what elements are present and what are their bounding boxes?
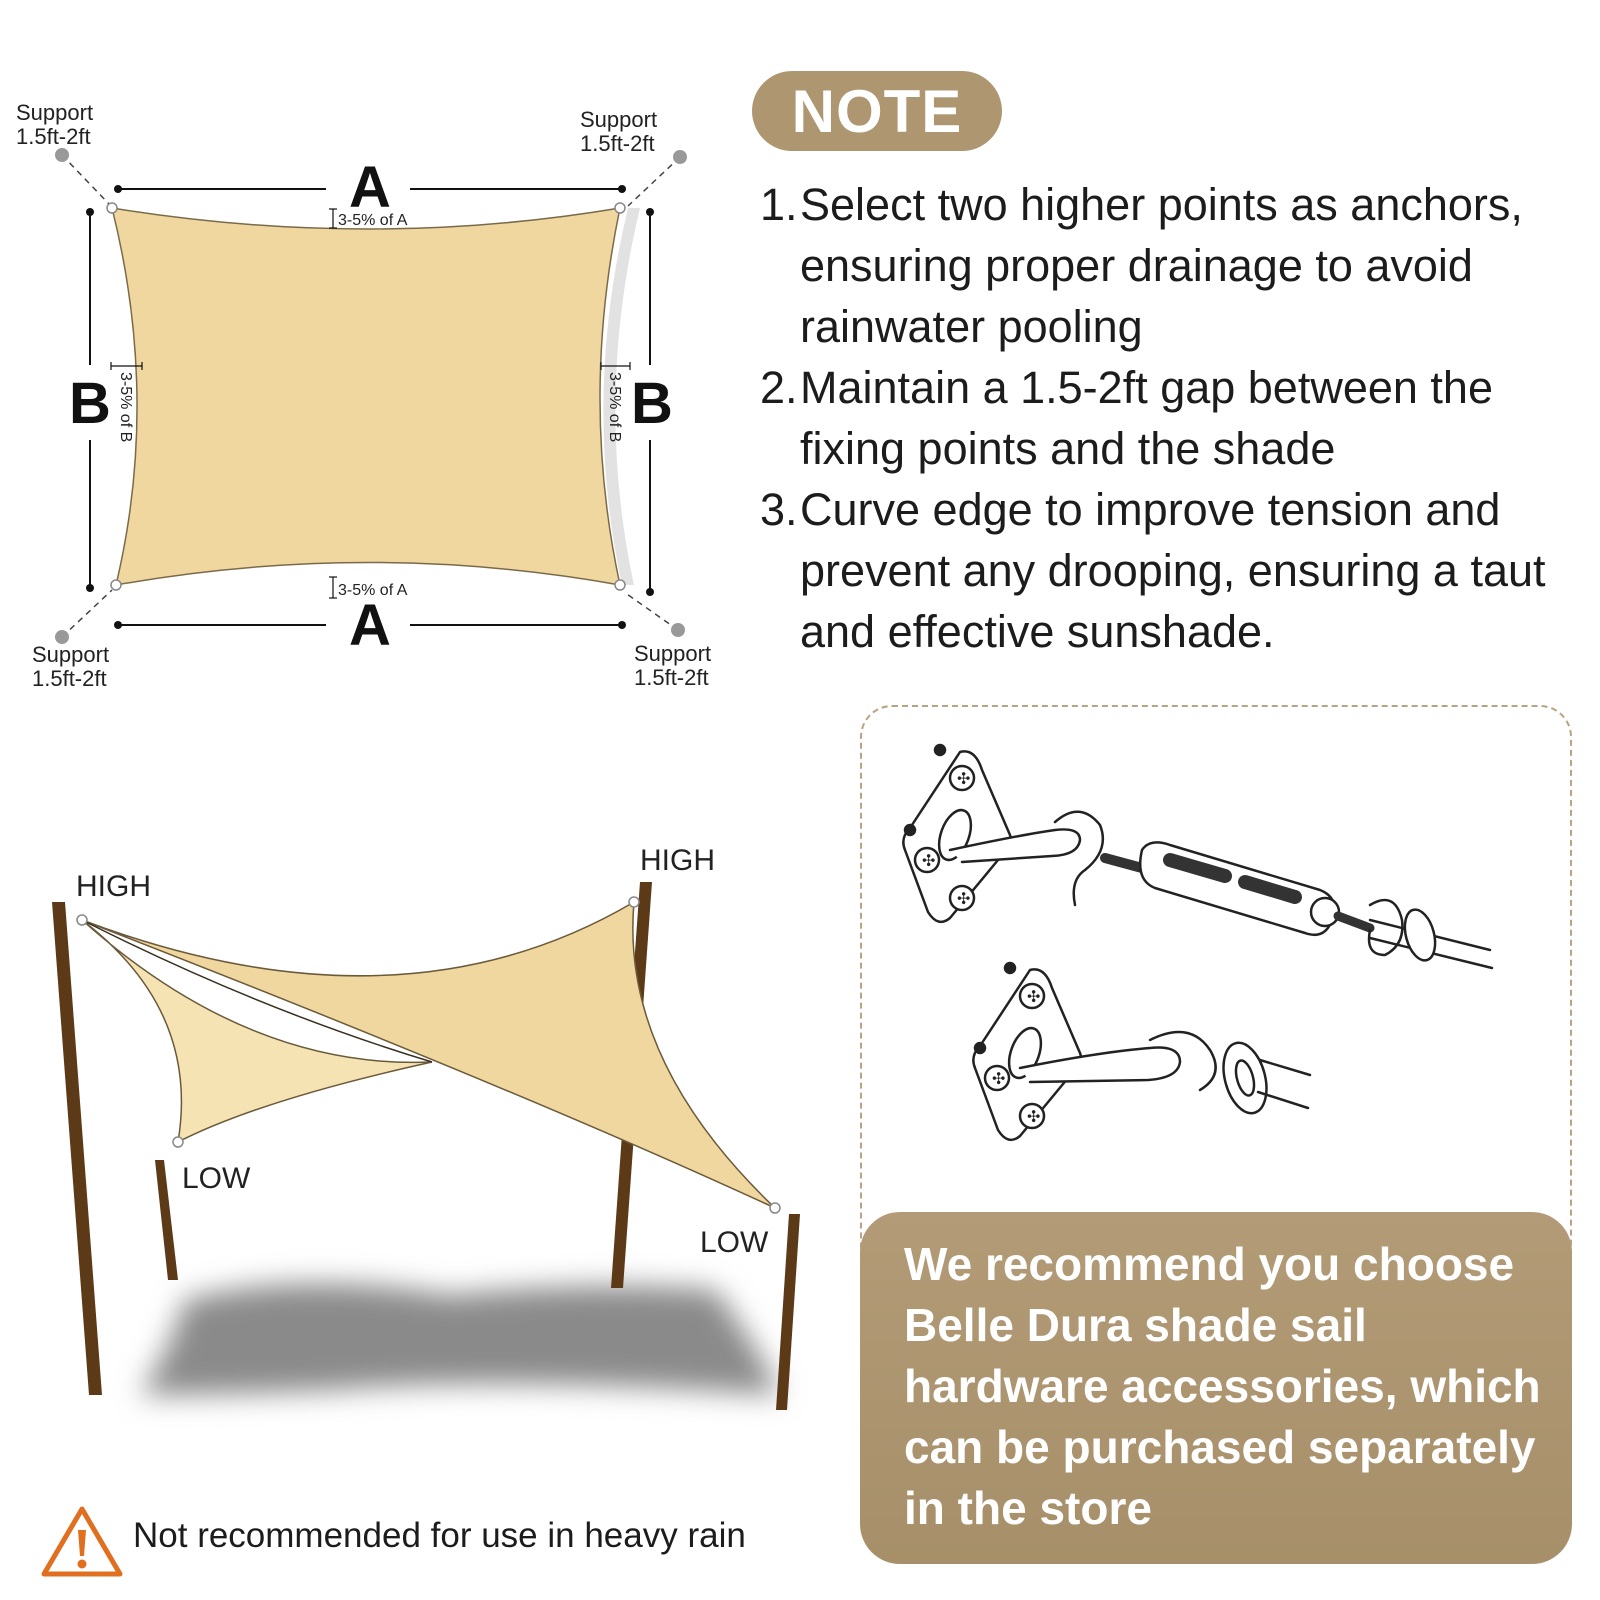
svg-text:✣: ✣ [922, 853, 935, 870]
note-item-text: Maintain a 1.5-2ft gap between the fixin… [800, 362, 1493, 474]
sag-label-b-left: 3-5% of B [117, 372, 134, 442]
turnbuckle-icon [1100, 841, 1494, 970]
pad-eye-plate-icon: ✣ ✣ ✣ [902, 743, 1013, 924]
pole-high-left [52, 902, 102, 1395]
pole-low-left [155, 1160, 178, 1280]
note-badge: NOTE [752, 71, 1002, 151]
label-b-left: B [69, 371, 111, 436]
corner-rings [106, 202, 626, 591]
pad-eye-plate-icon: ✣ ✣ ✣ [972, 961, 1083, 1142]
note-item-text: Select two higher points as anchors, ens… [800, 179, 1523, 352]
sag-label-a-bottom: 3-5% of A [338, 582, 408, 599]
support-value-br: 1.5ft-2ft [634, 665, 709, 690]
label-high-right: HIGH [640, 844, 715, 877]
label-a-top: A [349, 155, 391, 220]
sail-edge-shadow [603, 208, 640, 585]
quick-link-icon [1018, 1030, 1312, 1115]
note-item-2: 2. Maintain a 1.5-2ft gap between the fi… [760, 357, 1590, 479]
sail-back [81, 919, 433, 1144]
note-list: 1. Select two higher points as anchors, … [760, 174, 1590, 662]
snap-hook-icon [948, 828, 1082, 864]
hook-curve [1053, 810, 1105, 907]
svg-text:✣: ✣ [1027, 1109, 1040, 1126]
warning-triangle-icon [41, 1506, 123, 1577]
svg-text:✣: ✣ [957, 891, 970, 908]
note-item-text: Curve edge to improve tension and preven… [800, 484, 1546, 657]
note-item-1: 1. Select two higher points as anchors, … [760, 174, 1590, 357]
warning-text: Not recommended for use in heavy rain [133, 1516, 746, 1555]
label-high-left: HIGH [76, 870, 151, 903]
label-a-bottom: A [349, 593, 391, 658]
support-label-br: Support [634, 641, 711, 666]
note-item-3: 3. Curve edge to improve tension and pre… [760, 479, 1590, 662]
installation-diagram: HIGH HIGH LOW LOW [52, 844, 800, 1410]
note-item-number: 3. [760, 484, 798, 535]
sail-dimension-diagram: A A B B 3-5% of A 3-5% of A 3-5% of B 3-… [16, 100, 711, 691]
support-points [55, 148, 687, 644]
support-connectors [61, 154, 681, 638]
sail-front [81, 900, 776, 1209]
label-low-left: LOW [182, 1162, 251, 1195]
svg-text:✣: ✣ [992, 1071, 1005, 1088]
pole-low-right [776, 1214, 800, 1410]
sail-fold [81, 919, 433, 1063]
svg-text:✣: ✣ [957, 771, 970, 788]
hardware-illustration: ✣ ✣ ✣ ✣ ✣ ✣ [902, 743, 1494, 1142]
note-item-number: 2. [760, 362, 798, 413]
support-value-tr: 1.5ft-2ft [580, 131, 655, 156]
sag-label-b-right: 3-5% of B [606, 372, 623, 442]
svg-text:✣: ✣ [1027, 989, 1040, 1006]
sail-rings [76, 896, 781, 1214]
support-labels: Support 1.5ft-2ft Support 1.5ft-2ft Supp… [16, 100, 711, 691]
sail-shape [110, 207, 621, 586]
sag-brackets [110, 208, 631, 599]
ground-shadow [140, 1283, 780, 1395]
label-low-right: LOW [700, 1226, 769, 1259]
support-value-tl: 1.5ft-2ft [16, 124, 91, 149]
recommendation-text: We recommend you choose Belle Dura shade… [904, 1238, 1541, 1534]
support-label-tl: Support [16, 100, 93, 125]
recommendation-panel: We recommend you choose Belle Dura shade… [860, 1212, 1572, 1564]
label-b-right: B [631, 371, 673, 436]
support-label-tr: Support [580, 107, 657, 132]
note-item-number: 1. [760, 179, 798, 230]
sag-label-a-top: 3-5% of A [338, 212, 408, 229]
support-label-bl: Support [32, 642, 109, 667]
support-value-bl: 1.5ft-2ft [32, 666, 107, 691]
